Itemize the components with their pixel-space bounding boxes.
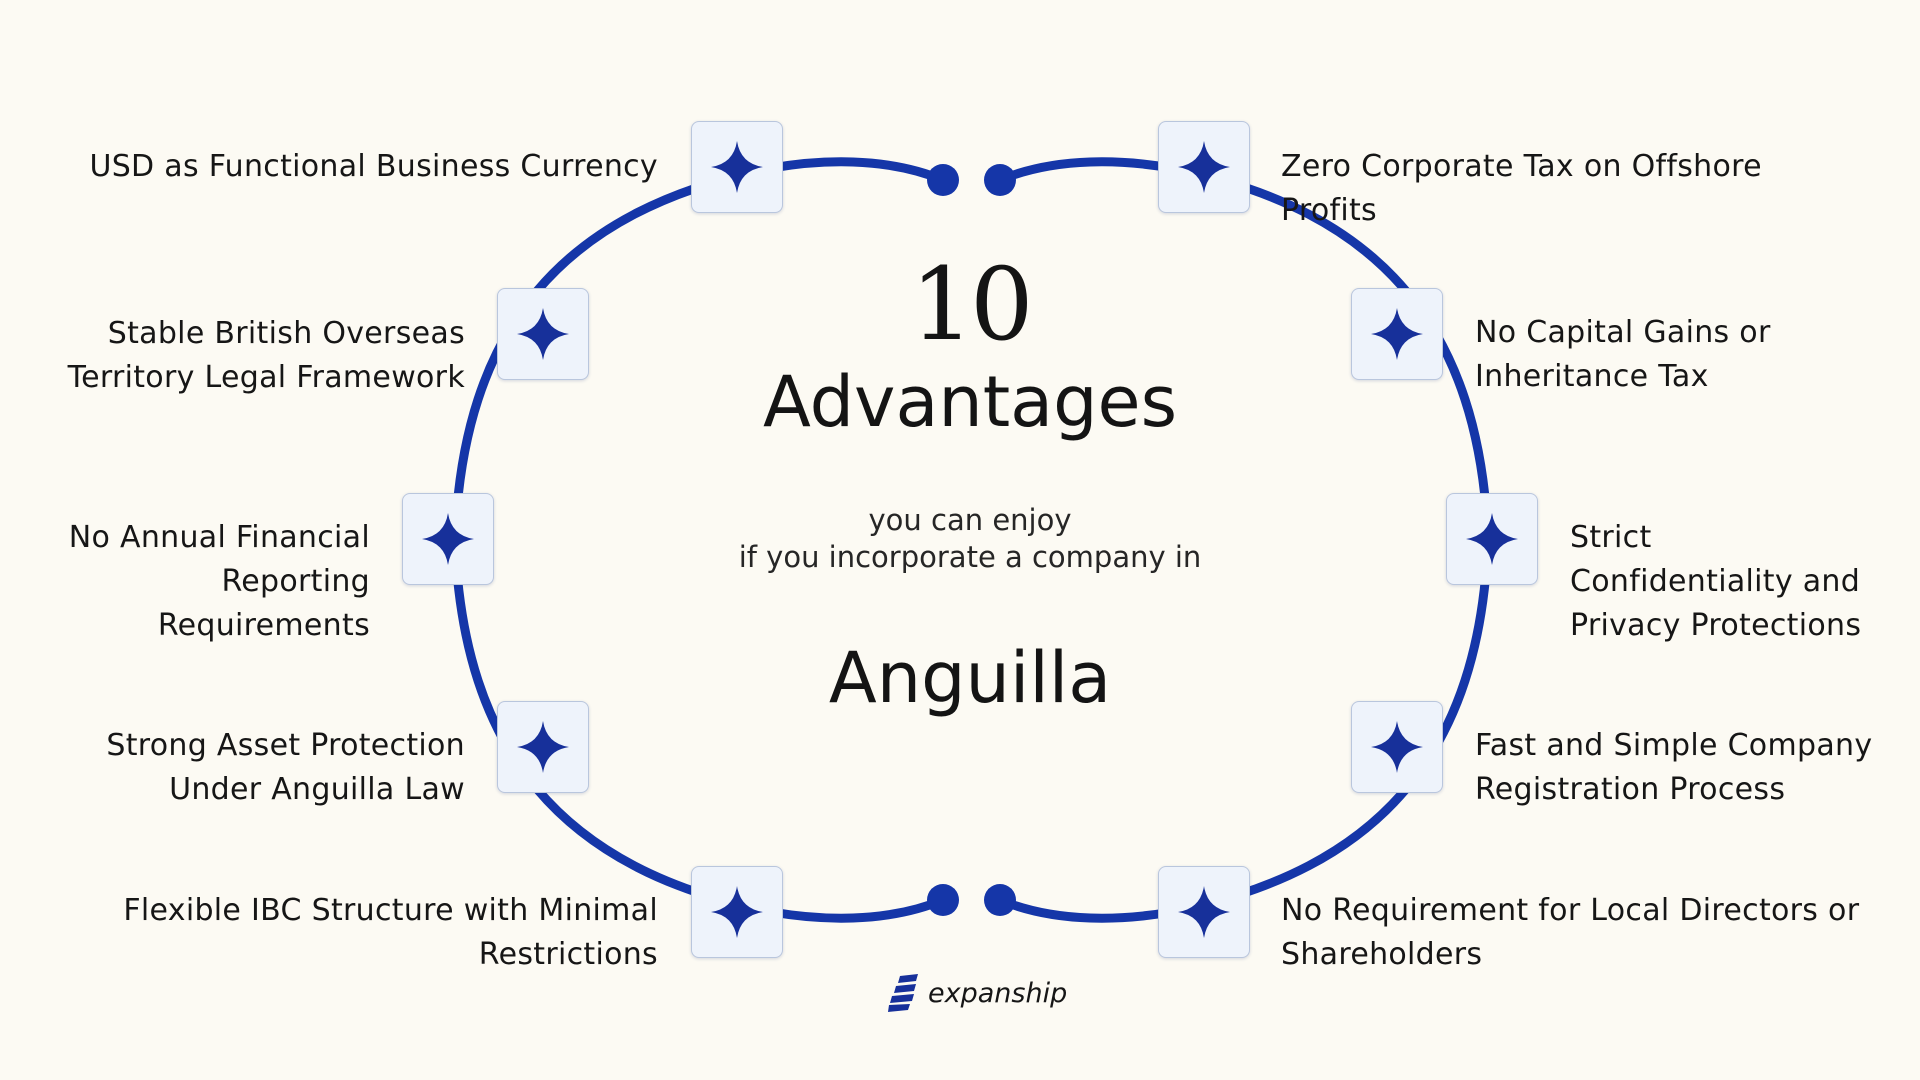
- ring-top-left-dot: [927, 164, 959, 196]
- advantage-label-line: Flexible IBC Structure with Minimal: [123, 893, 658, 928]
- advantage-node-2: [497, 288, 589, 380]
- advantage-label-line: No Capital Gains or: [1475, 315, 1771, 350]
- advantage-node-3: [402, 493, 494, 585]
- advantage-label-line: No Annual Financial: [68, 520, 370, 555]
- advantage-label-9: Fast and Simple Company Registration Pro…: [1475, 724, 1872, 812]
- advantage-node-7: [1351, 288, 1443, 380]
- advantage-label-line: Stable British Overseas: [107, 316, 465, 351]
- ring-bottom-left-dot: [927, 884, 959, 916]
- advantage-node-9: [1351, 701, 1443, 793]
- advantage-label-line: Reporting: [221, 564, 370, 599]
- advantages-heading: Advantages: [762, 361, 1178, 443]
- ring-bottom-right-dot: [984, 884, 1016, 916]
- advantage-label-8: Strict Confidentiality and Privacy Prote…: [1570, 516, 1861, 648]
- expanship-logo-icon: [888, 974, 918, 1012]
- advantage-node-1: [691, 121, 783, 213]
- advantages-count: 10: [910, 246, 1033, 363]
- advantage-label-line: No Requirement for Local Directors or: [1281, 893, 1860, 928]
- advantage-label-line: Territory Legal Framework: [67, 360, 465, 395]
- advantage-label-line: Restrictions: [478, 937, 658, 972]
- advantage-label-line: Registration Process: [1475, 772, 1786, 807]
- advantage-label-line: Confidentiality and: [1570, 564, 1861, 599]
- intro-subtitle-line-2: if you incorporate a company in: [738, 540, 1202, 574]
- advantage-label-line: Strong Asset Protection: [106, 728, 465, 763]
- four-point-star-icon: [1178, 886, 1230, 938]
- advantage-node-10: [1158, 866, 1250, 958]
- four-point-star-icon: [1371, 308, 1423, 360]
- advantage-node-6: [1158, 121, 1250, 213]
- intro-subtitle: you can enjoy if you incorporate a compa…: [660, 502, 1280, 576]
- four-point-star-icon: [517, 308, 569, 360]
- ring-top-right-dot: [984, 164, 1016, 196]
- intro-subtitle-line-1: you can enjoy: [868, 503, 1072, 537]
- advantage-label-3: No Annual Financial Reporting Requiremen…: [69, 516, 370, 648]
- brand-name: expanship: [928, 977, 1068, 1009]
- four-point-star-icon: [422, 513, 474, 565]
- advantage-label-line: Privacy Protections: [1570, 608, 1862, 643]
- four-point-star-icon: [1466, 513, 1518, 565]
- four-point-star-icon: [1178, 141, 1230, 193]
- advantage-label-1: USD as Functional Business Currency: [89, 145, 658, 189]
- advantage-label-line: Zero Corporate Tax on Offshore: [1281, 149, 1762, 184]
- country-name: Anguilla: [828, 637, 1112, 719]
- four-point-star-icon: [711, 886, 763, 938]
- advantage-label-5: Flexible IBC Structure with Minimal Rest…: [123, 889, 658, 977]
- advantage-label-line: Under Anguilla Law: [169, 772, 465, 807]
- four-point-star-icon: [711, 141, 763, 193]
- advantage-label-line: Requirements: [157, 608, 370, 643]
- advantage-node-4: [497, 701, 589, 793]
- advantage-node-8: [1446, 493, 1538, 585]
- four-point-star-icon: [517, 721, 569, 773]
- advantage-label-line: Shareholders: [1281, 937, 1483, 972]
- four-point-star-icon: [1371, 721, 1423, 773]
- advantage-label-10: No Requirement for Local Directors or Sh…: [1281, 889, 1859, 977]
- advantage-label-line: Strict: [1570, 520, 1652, 555]
- advantage-label-line: Profits: [1281, 193, 1377, 228]
- advantage-label-line: Inheritance Tax: [1475, 359, 1709, 394]
- advantage-label-4: Strong Asset Protection Under Anguilla L…: [106, 724, 465, 812]
- advantage-label-line: Fast and Simple Company: [1475, 728, 1873, 763]
- advantage-label-line: USD as Functional Business Currency: [89, 149, 658, 184]
- advantage-label-6: Zero Corporate Tax on Offshore Profits: [1281, 145, 1762, 233]
- advantage-label-2: Stable British Overseas Territory Legal …: [68, 312, 465, 400]
- advantage-label-7: No Capital Gains or Inheritance Tax: [1475, 311, 1771, 399]
- brand: expanship: [888, 974, 1067, 1012]
- advantage-node-5: [691, 866, 783, 958]
